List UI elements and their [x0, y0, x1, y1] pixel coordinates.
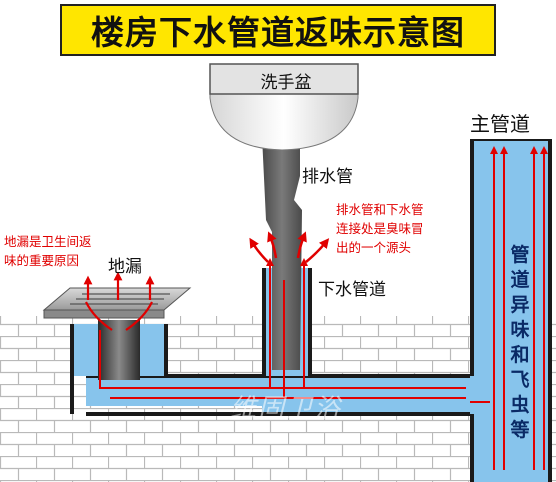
basin-label: 洗手盆 [260, 73, 312, 93]
floor-drain-label: 地漏 [108, 257, 142, 277]
floor-drain-note: 地漏是卫生间返 味的重要原因 [4, 232, 92, 270]
page-title: 楼房下水管道返味示意图 [60, 4, 496, 56]
joint-note-line: 出的一个源头 [336, 240, 412, 255]
drain-pipe-label: 排水管 [302, 167, 353, 187]
main-pipe-label: 主管道 [470, 112, 530, 136]
main-pipe [470, 139, 552, 482]
floor-drain-odor-arrows [83, 271, 155, 331]
wash-basin [209, 63, 359, 151]
odor-flow-lines [99, 146, 548, 470]
watermark: 维固卫浴 [230, 394, 343, 424]
main-pipe-note: 管道异味和飞虫等 [510, 244, 530, 441]
floor-drain-note-line: 地漏是卫生间返 [4, 234, 92, 249]
horizontal-pipe [86, 374, 474, 416]
floor-drain-grate [42, 287, 192, 380]
joint-note-line: 连接处是臭味冒 [336, 221, 424, 236]
floor-drain-note-line: 味的重要原因 [4, 253, 80, 268]
drain-hose [262, 136, 302, 370]
joint-note-line: 排水管和下水管 [336, 202, 424, 217]
joint-note: 排水管和下水管 连接处是臭味冒 出的一个源头 [336, 200, 424, 257]
down-pipe-label: 下水管道 [318, 280, 386, 300]
joint-odor-arrows [249, 231, 330, 263]
